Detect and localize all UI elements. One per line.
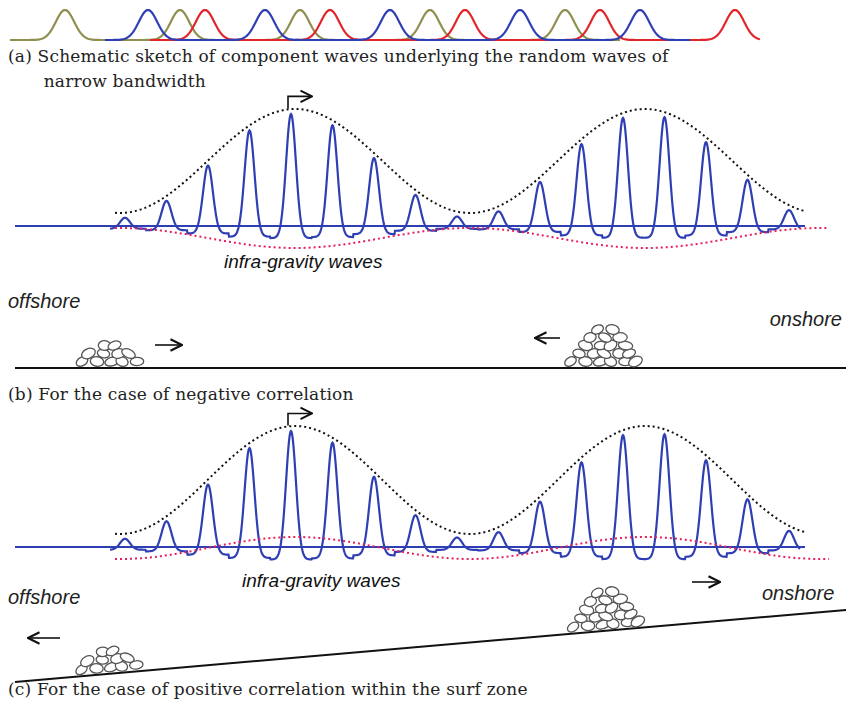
sloping-bed bbox=[15, 610, 846, 682]
direction-label: onshore bbox=[762, 582, 834, 605]
sediment-pile-onshore-slope bbox=[562, 583, 647, 636]
sediment-pile-onshore bbox=[563, 323, 644, 369]
panel-c-envelope bbox=[115, 426, 805, 534]
sediment-arrow-offshoreward-slope bbox=[28, 637, 60, 639]
sediment-arrow-onshoreward bbox=[155, 344, 182, 346]
figure-caption: (a) Schematic sketch of component waves … bbox=[8, 44, 734, 93]
direction-label: offshore bbox=[8, 586, 80, 609]
wave-label: infra-gravity waves bbox=[242, 570, 400, 592]
panel-c-infragravity-wave bbox=[115, 537, 829, 559]
panel-b-propagation-arrow bbox=[288, 96, 312, 108]
panel-c-wave-train bbox=[110, 431, 800, 559]
panel-b-envelope bbox=[115, 109, 805, 213]
panel-c-propagation-arrow bbox=[288, 413, 312, 425]
sediment-pile-offshore bbox=[75, 339, 144, 368]
figure-caption: (c) For the case of positive correlation… bbox=[8, 679, 528, 699]
panel-b-wave-train bbox=[110, 114, 800, 238]
component-wave-blue bbox=[105, 10, 690, 40]
figure-caption: (b) For the case of negative correlation bbox=[8, 384, 354, 404]
sediment-arrow-onshoreward-slope bbox=[692, 581, 720, 583]
panel-b-infragravity-wave bbox=[115, 228, 829, 248]
direction-label: offshore bbox=[8, 290, 80, 313]
component-wave-red bbox=[150, 10, 760, 40]
wave-label: infra-gravity waves bbox=[224, 251, 382, 273]
component-wave-olive bbox=[10, 10, 620, 40]
sediment-arrow-offshoreward bbox=[535, 337, 560, 339]
flat-bed bbox=[15, 367, 846, 369]
direction-label: onshore bbox=[770, 308, 842, 331]
sediment-pile-offshore-slope bbox=[72, 642, 144, 677]
